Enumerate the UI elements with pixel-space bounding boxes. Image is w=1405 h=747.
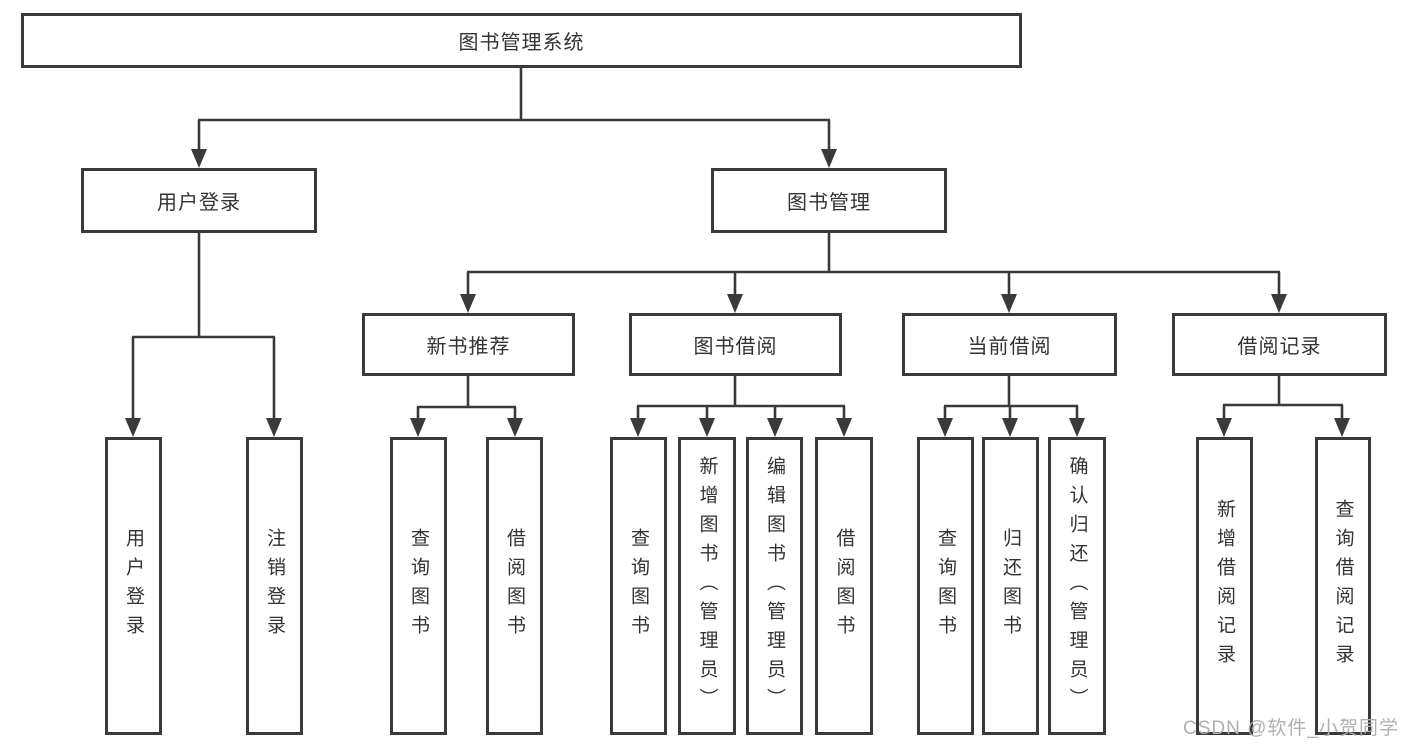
leaf-borrow-books: 借阅图书: [815, 437, 873, 735]
connector-book-borrow-children: [630, 376, 852, 437]
node-book-management: 图书管理: [711, 168, 947, 233]
leaf-add-books-admin: 新增图书（管理员）: [678, 437, 736, 735]
node-new-book-recommendation: 新书推荐: [362, 313, 575, 376]
node-label: 当前借阅: [967, 336, 1052, 358]
node-label: 图书管理: [787, 192, 871, 214]
leaf-logout: 注销登录: [246, 437, 303, 735]
connector-borrow-record-children: [1216, 376, 1350, 437]
node-label: 图书借阅: [693, 336, 778, 358]
leaf-return-books: 归还图书: [982, 437, 1039, 735]
leaf-borrow-books-recommend: 借阅图书: [486, 437, 543, 735]
node-label: 查询图书: [408, 528, 429, 644]
leaf-add-borrow-record: 新增借阅记录: [1196, 437, 1253, 735]
node-current-borrowing: 当前借阅: [902, 313, 1117, 376]
node-label: 借阅记录: [1237, 336, 1322, 358]
node-label: 确认归还（管理员）: [1066, 455, 1088, 717]
leaf-confirm-return-admin: 确认归还（管理员）: [1048, 437, 1106, 735]
leaf-query-books-borrow: 查询图书: [610, 437, 667, 735]
node-label: 归还图书: [1000, 528, 1021, 644]
connector-root-to-level2: [191, 68, 837, 168]
leaf-query-books-current: 查询图书: [917, 437, 974, 735]
connector-user-login-children: [125, 233, 282, 437]
node-label: 注销登录: [264, 528, 285, 644]
node-label: 借阅图书: [833, 528, 855, 644]
node-library-management-system: 图书管理系统: [21, 13, 1022, 68]
connector-current-borrow-children: [937, 376, 1085, 437]
node-label: 用户登录: [123, 528, 144, 644]
node-label: 查询借阅记录: [1332, 499, 1354, 673]
connector-book-mgmt-to-level3: [460, 233, 1287, 313]
leaf-query-books-recommend: 查询图书: [390, 437, 447, 735]
node-label: 查询图书: [935, 528, 956, 644]
node-borrowing-records: 借阅记录: [1172, 313, 1387, 376]
node-book-borrowing: 图书借阅: [629, 313, 842, 376]
node-label: 新增图书（管理员）: [696, 455, 718, 717]
leaf-query-borrow-record: 查询借阅记录: [1315, 437, 1371, 735]
node-user-login: 用户登录: [81, 168, 317, 233]
connector-new-book-rec-children: [410, 376, 523, 437]
node-label: 编辑图书（管理员）: [764, 455, 785, 717]
leaf-user-login: 用户登录: [105, 437, 162, 735]
node-label: 新增借阅记录: [1214, 499, 1235, 673]
node-label: 新书推荐: [426, 336, 511, 358]
node-label: 借阅图书: [504, 528, 525, 644]
leaf-edit-books-admin: 编辑图书（管理员）: [746, 437, 803, 735]
node-label: 查询图书: [628, 528, 649, 644]
node-label: 用户登录: [157, 192, 241, 214]
node-label: 图书管理系统: [458, 32, 585, 54]
